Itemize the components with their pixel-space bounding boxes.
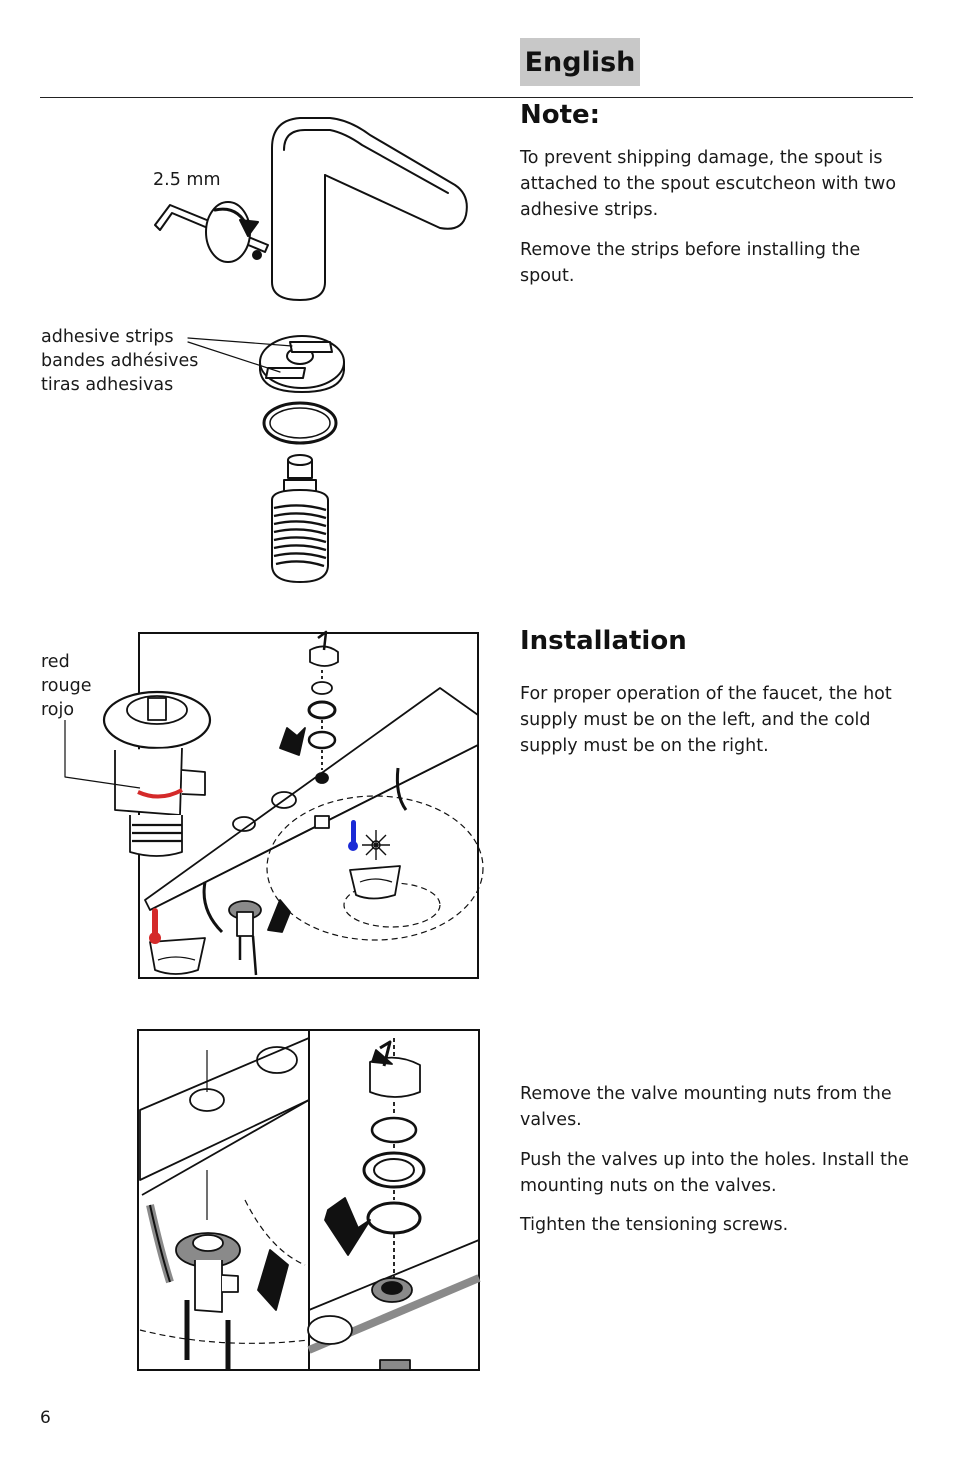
red-label-en: red: [41, 652, 70, 672]
red-label: red rouge rojo: [41, 650, 91, 722]
adhesive-strips-label: adhesive strips bandes adhésives tiras a…: [41, 325, 198, 397]
valve-mounting-illustration: [137, 1029, 481, 1371]
mounting-paragraph-3: Tighten the tensioning screws.: [520, 1215, 789, 1235]
note-paragraph-2: Remove the strips before installing the …: [520, 240, 861, 286]
spout-illustration: [154, 117, 468, 583]
language-tab: English: [520, 38, 640, 86]
strip-label-es: tiras adhesivas: [41, 375, 174, 395]
strip-label-en: adhesive strips: [41, 327, 174, 347]
note-heading: Note:: [520, 100, 601, 130]
note-paragraph-1: To prevent shipping damage, the spout is…: [520, 148, 897, 220]
red-label-fr: rouge: [41, 676, 92, 696]
red-label-es: rojo: [41, 700, 75, 720]
mounting-paragraph-2: Push the valves up into the holes. Insta…: [520, 1150, 909, 1196]
installation-paragraph: For proper operation of the faucet, the …: [520, 684, 892, 756]
installation-heading: Installation: [520, 626, 687, 656]
mounting-paragraph-1: Remove the valve mounting nuts from the …: [520, 1084, 892, 1130]
wrench-size-label: 2.5 mm: [153, 170, 221, 190]
page-number: 6: [40, 1408, 51, 1428]
header-rule: [40, 97, 913, 98]
strip-label-fr: bandes adhésives: [41, 351, 199, 371]
valve-orientation-illustration: [64, 630, 484, 979]
